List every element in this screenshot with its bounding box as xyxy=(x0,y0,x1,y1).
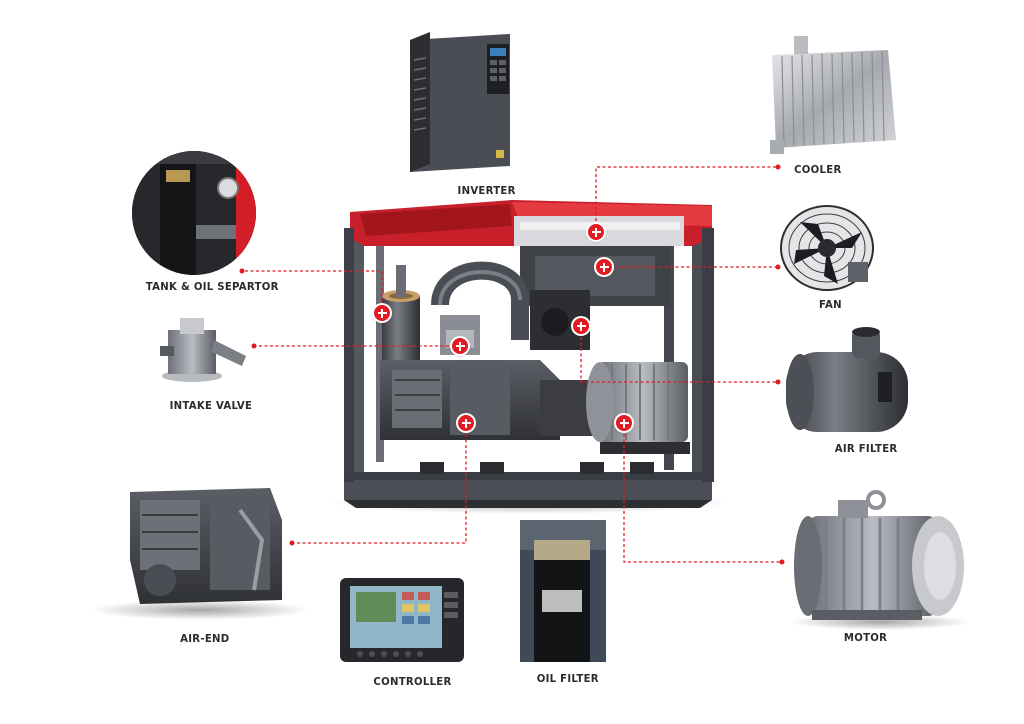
air-end-hotspot-plus-icon[interactable] xyxy=(458,415,474,431)
motor-image xyxy=(790,490,970,630)
label-tank-oil-separator: TANK & OIL SEPARTOR xyxy=(145,280,279,293)
label-fan: FAN xyxy=(818,298,842,311)
label-controller: CONTROLLER xyxy=(373,675,452,688)
intake-valve-hotspot-plus-icon[interactable] xyxy=(452,338,468,354)
label-intake-valve: INTAKE VALVE xyxy=(169,399,253,412)
air-filter-hotspot-plus-icon[interactable] xyxy=(573,318,589,334)
label-air-end: AIR-END xyxy=(180,632,230,645)
connector-end-dots xyxy=(239,164,785,565)
inverter-image xyxy=(410,32,510,172)
motor-hotspot-plus-icon[interactable] xyxy=(616,415,632,431)
label-oil-filter: OIL FILTER xyxy=(536,672,599,685)
fan-hotspot-plus-icon[interactable] xyxy=(596,259,612,275)
fan-image xyxy=(780,205,874,291)
tank-image xyxy=(132,151,256,275)
connector-lines xyxy=(242,166,782,563)
compressor-frame xyxy=(330,200,730,514)
label-cooler: COOLER xyxy=(794,163,842,176)
label-air-filter: AIR FILTER xyxy=(834,442,898,455)
cooler-hotspot-plus-icon[interactable] xyxy=(588,224,604,240)
air-filter-image xyxy=(786,327,908,432)
intake-valve-image xyxy=(160,318,246,382)
cooler-image xyxy=(770,36,896,154)
label-motor: MOTOR xyxy=(843,631,888,644)
oil-filter-image xyxy=(520,520,606,662)
label-inverter: INVERTER xyxy=(457,184,516,197)
air-end-image xyxy=(90,488,310,620)
tank-hotspot-plus-icon[interactable] xyxy=(374,305,390,321)
controller-image xyxy=(340,578,464,662)
